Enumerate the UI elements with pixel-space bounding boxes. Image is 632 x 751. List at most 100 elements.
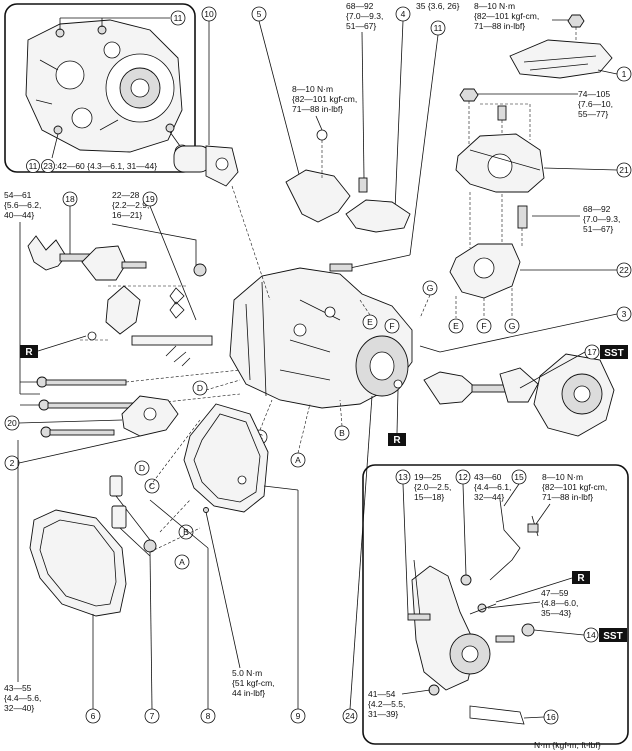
transaxle-bracket-5 xyxy=(285,129,351,223)
svg-text:12: 12 xyxy=(458,472,468,482)
units-note: N·m {kgf-m, ft-lbf} xyxy=(534,740,601,750)
torque-spec-68-92-right: 68—92 {7.0—9.3, 51—67} xyxy=(532,204,620,234)
svg-text:8—10 N·m: 8—10 N·m xyxy=(292,84,333,94)
transaxle-bracket-4 xyxy=(345,177,411,233)
replace-tag-center: R xyxy=(388,379,406,446)
callout-24: 24 xyxy=(342,395,373,724)
drive-shaft-left xyxy=(27,235,147,281)
svg-text:68—92: 68—92 xyxy=(346,1,374,11)
svg-text:E: E xyxy=(367,317,373,327)
svg-text:{7.0—9.3,: {7.0—9.3, xyxy=(346,11,383,21)
svg-text:{7.6—10,: {7.6—10, xyxy=(578,99,613,109)
callout-11-inset-top: 11 xyxy=(170,10,186,26)
svg-text:74—105: 74—105 xyxy=(578,89,610,99)
svg-text:B: B xyxy=(339,428,345,438)
svg-text:24: 24 xyxy=(345,711,355,721)
engine-mount-21 xyxy=(455,88,545,193)
svg-text:8—10 N·m: 8—10 N·m xyxy=(474,1,515,11)
svg-text:44 in-lbf}: 44 in-lbf} xyxy=(232,688,265,698)
svg-text:5.0 N·m: 5.0 N·m xyxy=(232,668,262,678)
svg-text:{82—101 kgf-cm,: {82—101 kgf-cm, xyxy=(542,482,607,492)
torque-spec-35: 35 {3.6, 26} xyxy=(416,1,460,11)
transaxle-case xyxy=(229,267,413,409)
callout-20: 20 xyxy=(4,415,123,431)
torque-spec-41-54: 41—54 {4.2—5.5, 31—39} xyxy=(368,689,431,719)
svg-text:16: 16 xyxy=(546,712,556,722)
svg-text:11: 11 xyxy=(434,23,443,33)
svg-text:10: 10 xyxy=(204,9,214,19)
svg-text:3: 3 xyxy=(622,309,627,319)
svg-text:71—88 in-lbf}: 71—88 in-lbf} xyxy=(474,21,525,31)
svg-text::42—60 {4.3—6.1, 31—44}: :42—60 {4.3—6.1, 31—44} xyxy=(55,161,157,171)
torque-spec-43-55: 43—55 {4.4—5.6, 32—40} xyxy=(4,440,41,713)
svg-text:{51 kgf-cm,: {51 kgf-cm, xyxy=(232,678,275,688)
svg-text:5: 5 xyxy=(257,9,262,19)
joint-shaft-19 xyxy=(80,263,213,346)
svg-text:22—28: 22—28 xyxy=(112,190,140,200)
svg-text:35—43}: 35—43} xyxy=(541,608,571,618)
callout-7: 7 xyxy=(144,551,160,724)
svg-text:{4.2—5.5,: {4.2—5.5, xyxy=(368,699,405,709)
svg-text:B: B xyxy=(183,527,189,537)
svg-text:8: 8 xyxy=(206,711,211,721)
svg-text:68—92: 68—92 xyxy=(583,204,611,214)
svg-text:55—77}: 55—77} xyxy=(578,109,608,119)
callout-17-sst: 17 SST xyxy=(519,344,628,389)
callout-3: 3 xyxy=(419,306,632,353)
svg-text:{7.0—9.3,: {7.0—9.3, xyxy=(583,214,620,224)
torque-spec-19-25: 19—25 {2.0—2.5, 15—18} xyxy=(414,472,451,502)
torque-spec-8-10-top-center: 8—10 N·m {82—101 kgf-cm, 71—88 in-lbf} xyxy=(292,84,357,131)
svg-text:{82—101 kgf-cm,: {82—101 kgf-cm, xyxy=(474,11,539,21)
callout-8: 8 xyxy=(149,499,216,724)
transaxle-cover-6 xyxy=(29,509,127,617)
svg-text:11: 11 xyxy=(29,161,38,171)
svg-text:{5.6—6.2,: {5.6—6.2, xyxy=(4,200,41,210)
svg-text:19: 19 xyxy=(145,194,155,204)
torque-spec-54-61: 54—61 {5.6—6.2, 40—44} xyxy=(4,190,41,394)
torque-spec-74-105: 74—105 {7.6—10, 55—77} xyxy=(476,89,613,119)
svg-text:2: 2 xyxy=(10,458,15,468)
svg-text:R: R xyxy=(393,435,401,446)
callout-18: 18 xyxy=(62,191,78,258)
svg-text:15—18}: 15—18} xyxy=(414,492,444,502)
svg-text:20: 20 xyxy=(7,418,17,428)
svg-text:F: F xyxy=(481,321,486,331)
svg-text:R: R xyxy=(25,347,33,358)
svg-text:11: 11 xyxy=(174,13,183,23)
replace-tag-inset: R xyxy=(495,571,590,603)
svg-text:31—39}: 31—39} xyxy=(368,709,398,719)
callout-9: 9 xyxy=(263,485,306,724)
svg-text:{82—101 kgf-cm,: {82—101 kgf-cm, xyxy=(292,94,357,104)
svg-text:71—88 in-lbf}: 71—88 in-lbf} xyxy=(542,492,593,502)
svg-text:{4.4—6.1,: {4.4—6.1, xyxy=(474,482,511,492)
callout-22: 22 xyxy=(520,262,632,278)
callout-19: 19 xyxy=(142,191,197,321)
svg-text:1: 1 xyxy=(622,69,627,79)
svg-text:A: A xyxy=(179,557,185,567)
svg-text:D: D xyxy=(139,463,145,473)
svg-text:54—61: 54—61 xyxy=(4,190,32,200)
callout-5: 5 xyxy=(251,6,301,179)
svg-text:7: 7 xyxy=(150,711,155,721)
svg-text:41—54: 41—54 xyxy=(368,689,396,699)
svg-text:{4.8—6.0,: {4.8—6.0, xyxy=(541,598,578,608)
replace-tag-left: R xyxy=(20,335,87,358)
svg-text:D: D xyxy=(197,383,203,393)
callout-6: 6 xyxy=(85,614,101,724)
svg-text:18: 18 xyxy=(65,194,75,204)
svg-text:A: A xyxy=(295,455,301,465)
svg-text:N·m {kgf-m, ft-lbf}: N·m {kgf-m, ft-lbf} xyxy=(534,740,601,750)
torque-spec-68-92-top: 68—92 {7.0—9.3, 51—67} xyxy=(346,1,383,179)
svg-text:51—67}: 51—67} xyxy=(583,224,613,234)
svg-text:43—55: 43—55 xyxy=(4,683,32,693)
svg-text:71—88 in-lbf}: 71—88 in-lbf} xyxy=(292,104,343,114)
torque-spec-43-60: 43—60 {4.4—6.1, 32—44} xyxy=(474,472,511,502)
svg-text:32—40}: 32—40} xyxy=(4,703,34,713)
svg-text:43—60: 43—60 xyxy=(474,472,502,482)
drive-shaft-right xyxy=(423,353,615,437)
svg-text:6: 6 xyxy=(91,711,96,721)
svg-text:15: 15 xyxy=(514,472,524,482)
letter-tags-efg-right: E F G xyxy=(448,288,520,334)
callout-16: 16 xyxy=(523,709,559,725)
inset-knuckle-view xyxy=(362,464,629,745)
